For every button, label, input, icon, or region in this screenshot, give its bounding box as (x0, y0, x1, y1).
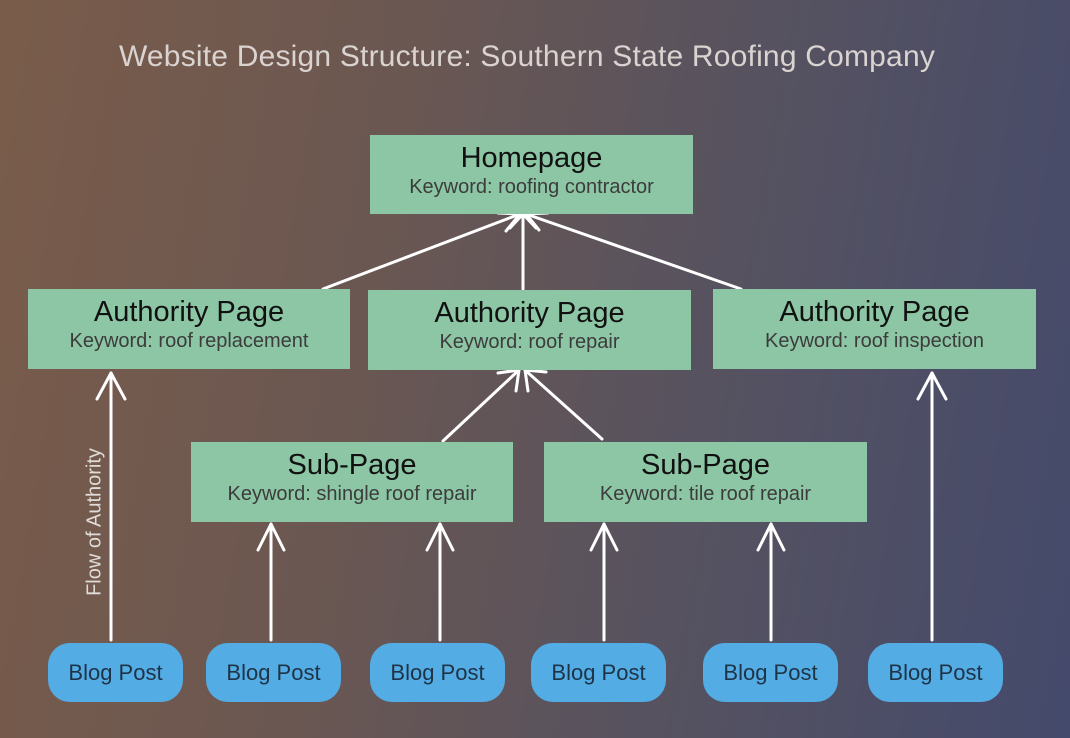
node-keyword: Keyword: roofing contractor (409, 176, 654, 198)
node-keyword: Keyword: shingle roof repair (227, 483, 477, 505)
node-heading: Sub-Page (641, 449, 770, 481)
node-heading: Authority Page (779, 296, 970, 328)
arrow-shingle-to-repair (441, 368, 521, 443)
node-keyword: Keyword: roof inspection (764, 330, 984, 352)
node-heading: Authority Page (93, 296, 285, 328)
blog-post-node-5: Blog Post (703, 643, 838, 702)
blog-post-node-4: Blog Post (531, 643, 666, 702)
authority-node-replacement: Authority Page Keyword: roof replacement (28, 289, 350, 369)
arrow-blog4-to-tile (589, 522, 619, 642)
blog-post-node-2: Blog Post (206, 643, 341, 702)
arrow-repair-to-homepage (508, 212, 538, 291)
authority-node-repair: Authority Page Keyword: roof repair (368, 290, 691, 370)
sub-page-node-tile: Sub-Page Keyword: tile roof repair (544, 442, 867, 522)
sub-page-node-shingle: Sub-Page Keyword: shingle roof repair (191, 442, 513, 522)
arrow-blog2-to-shingle (256, 522, 286, 642)
arrow-replacement-to-homepage (321, 211, 522, 291)
node-heading: Authority Page (434, 297, 625, 329)
blog-post-node-6: Blog Post (868, 643, 1003, 702)
arrow-blog6-to-inspection (916, 371, 948, 642)
homepage-node: Homepage Keyword: roofing contractor (370, 135, 693, 214)
authority-node-inspection: Authority Page Keyword: roof inspection (713, 289, 1036, 369)
node-keyword: Keyword: roof repair (439, 331, 620, 353)
arrow-blog3-to-shingle (425, 522, 455, 642)
arrow-blog5-to-tile (756, 522, 786, 642)
node-keyword: Keyword: roof replacement (69, 330, 309, 352)
arrow-tile-to-repair (523, 368, 604, 441)
diagram-title: Website Design Structure: Southern State… (118, 40, 936, 73)
blog-post-node-3: Blog Post (370, 643, 505, 702)
node-heading: Homepage (460, 142, 603, 174)
blog-post-node-1: Blog Post (48, 643, 183, 702)
flow-of-authority-label: Flow of Authority (83, 448, 106, 596)
arrow-blog1-to-replacement (95, 371, 127, 642)
node-keyword: Keyword: tile roof repair (599, 483, 812, 505)
node-heading: Sub-Page (287, 449, 417, 481)
arrow-inspection-to-homepage (524, 211, 743, 291)
